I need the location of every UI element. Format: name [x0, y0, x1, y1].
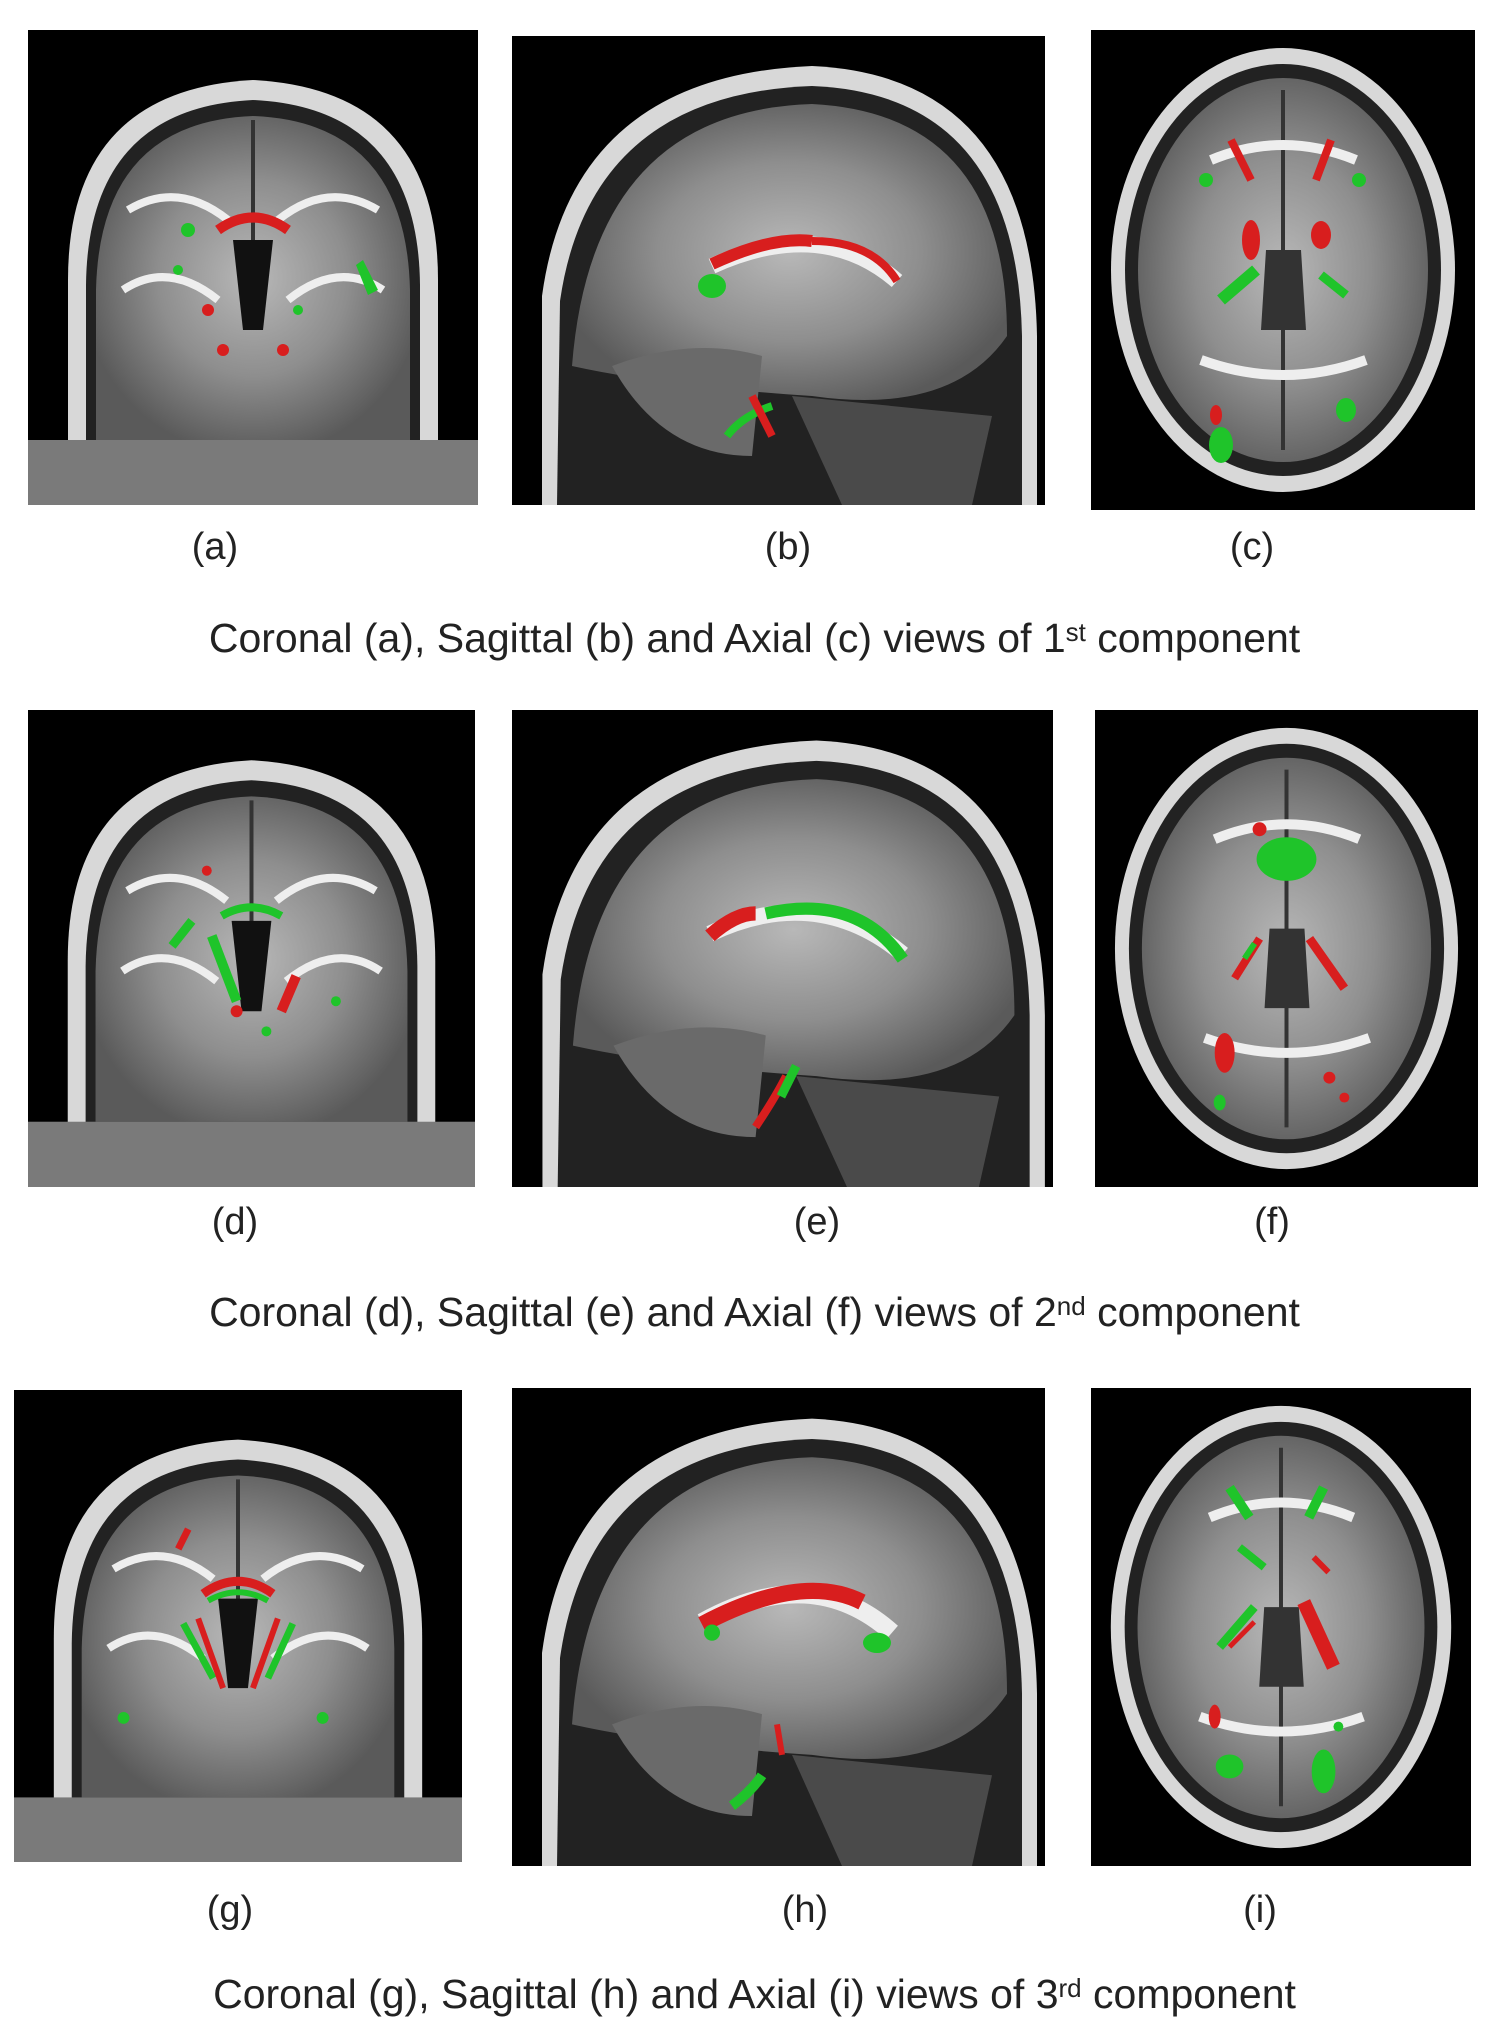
coronal-view-d: [28, 710, 475, 1187]
panel-label-f: (f): [1254, 1201, 1290, 1243]
coronal-view-a: [28, 30, 478, 505]
caption-row-2: Coronal (d), Sagittal (e) and Axial (f) …: [209, 1289, 1300, 1335]
panel-label-g: (g): [206, 1889, 254, 1931]
axial-view-f: [1095, 710, 1478, 1187]
panel-label-e: (e): [793, 1201, 841, 1243]
sagittal-view-e: [512, 710, 1053, 1187]
axial-view-i: [1091, 1388, 1471, 1866]
panel-label-i: (i): [1243, 1889, 1277, 1931]
coronal-view-g: [14, 1390, 462, 1862]
panel-label-b: (b): [764, 526, 812, 568]
sagittal-view-b: [512, 36, 1045, 505]
axial-view-c: [1091, 30, 1475, 510]
panel-label-c: (c): [1229, 526, 1275, 568]
sagittal-view-h: [512, 1388, 1045, 1866]
panel-label-h: (h): [781, 1889, 829, 1931]
caption-row-1: Coronal (a), Sagittal (b) and Axial (c) …: [208, 615, 1301, 661]
panel-label-d: (d): [211, 1201, 259, 1243]
panel-label-a: (a): [191, 526, 239, 568]
caption-row-3: Coronal (g), Sagittal (h) and Axial (i) …: [213, 1971, 1296, 2017]
